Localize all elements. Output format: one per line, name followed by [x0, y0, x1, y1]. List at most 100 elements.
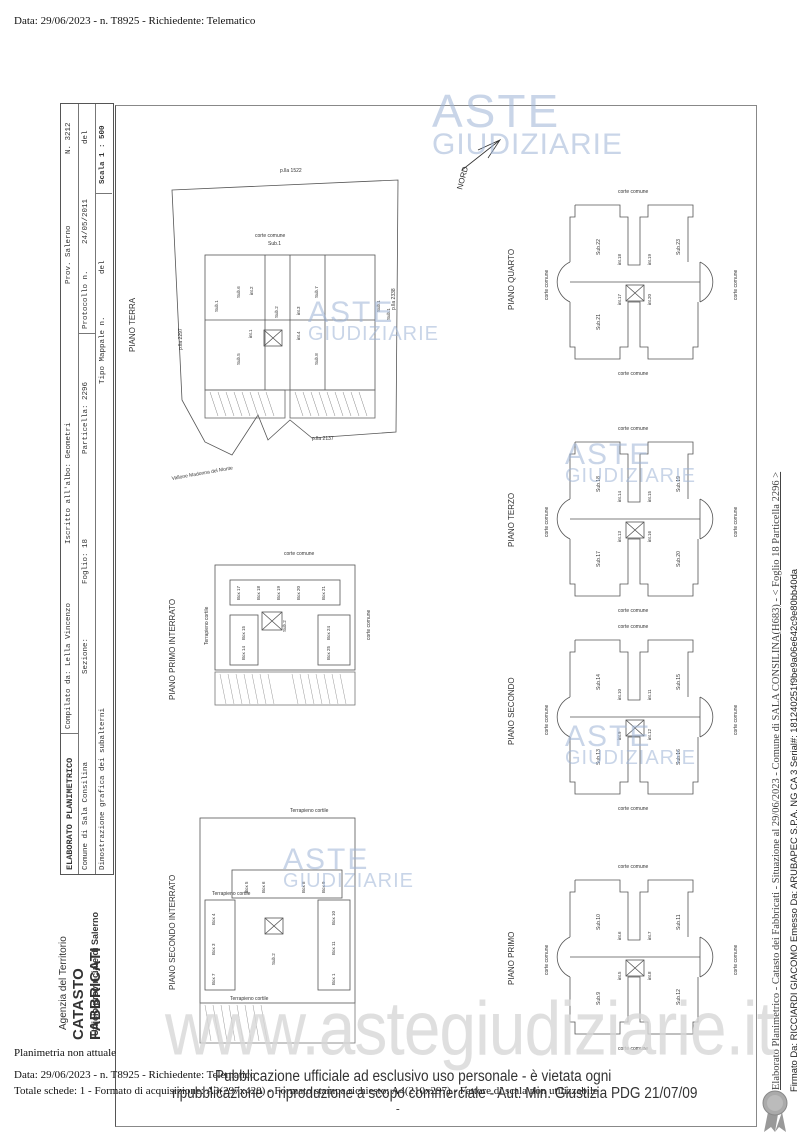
court-right: corte comune	[733, 944, 739, 975]
int-label: int.12	[647, 728, 652, 740]
sub-label: Sub.11	[676, 914, 682, 930]
court-bottom: corte comune	[618, 1046, 649, 1052]
primo-interrato-court-right: corte comune	[366, 609, 372, 640]
sub-label: Sub.9	[596, 992, 602, 1005]
court-right: corte comune	[733, 269, 739, 300]
int-label: int.8	[647, 971, 652, 980]
int-label: int.13	[617, 530, 622, 542]
primo-interrato-label: Box 25	[326, 645, 331, 660]
watermark-site: www.astegiudiziarie.it	[165, 985, 775, 1071]
floor-plan-2	[556, 639, 714, 795]
piano-terra-title: PIANO TERRA	[128, 297, 137, 352]
floor-plan-3	[556, 879, 714, 1035]
road-label: Vallone Madonna del Monte	[171, 465, 233, 482]
piano-terra-label: int.1	[248, 329, 253, 338]
primo-interrato-label: Box 19	[276, 585, 281, 600]
bay-windows	[556, 696, 714, 738]
plot-label-right: p.lla 2338	[391, 288, 397, 310]
document-header: Data: 29/06/2023 - n. T8925 - Richiedent…	[14, 15, 256, 27]
plot-label-bottom: p.lla 2137	[312, 436, 334, 442]
floor-title: PIANO SECONDO	[507, 677, 516, 745]
footer-format-line: Totale schede: 1 - Formato di acquisizio…	[14, 1085, 598, 1097]
primo-interrato-label: Sub.2	[282, 620, 287, 632]
floor-title: PIANO TERZO	[507, 493, 516, 547]
sub-label: Sub.23	[676, 239, 682, 255]
int-label: int.16	[647, 530, 652, 542]
int-label: int.11	[647, 689, 652, 700]
plot-label-top: p.lla 1522	[280, 168, 302, 174]
secondo-interrato-label: Box 8	[301, 881, 306, 893]
court-bottom: corte comune	[618, 806, 649, 812]
secondo-interrato-label: Box 10	[331, 910, 336, 925]
court-right: corte comune	[733, 506, 739, 537]
court-right: corte comune	[733, 704, 739, 735]
bay-windows	[556, 261, 714, 303]
court-top: corte comune	[618, 426, 649, 432]
secondo-interrato-label: Box 9	[321, 881, 326, 893]
floor-plan-0	[556, 204, 714, 360]
seal-ribbon-icon	[762, 1090, 788, 1132]
piano-terra-label: Sub.8	[314, 353, 319, 365]
int-label: int.19	[647, 253, 652, 265]
upper-floor-plans: corte comune corte comune corte comune cort…	[507, 189, 739, 1052]
piano-terra-label: Sub.7	[314, 286, 319, 298]
court-bottom: corte comune	[618, 608, 649, 614]
primo-interrato-title: PIANO PRIMO INTERRATO	[168, 599, 177, 700]
int-label: int.6	[617, 931, 622, 940]
bay-windows	[556, 498, 714, 540]
secondo-interrato-label: Box 5	[244, 881, 249, 893]
sub-label: Sub.14	[596, 674, 602, 690]
court-bottom: corte comune	[618, 371, 649, 377]
secondo-interrato-label: Box 3	[211, 943, 216, 955]
secondo-interrato-label: Sub.2	[271, 953, 276, 965]
secondo-interrato-title: PIANO SECONDO INTERRATO	[168, 875, 177, 990]
piano-terra-label: int.4	[296, 331, 301, 340]
floor-plan-1	[556, 441, 714, 597]
primo-interrato-fill: Terrapieno cortile	[204, 606, 210, 645]
court-top: corte comune	[618, 624, 649, 630]
sub-label: Sub.20	[676, 551, 682, 567]
sub-label: Sub.15	[676, 674, 682, 690]
piano-terra-label: int.3	[296, 306, 301, 315]
secondo-interrato-label: Box 6	[261, 881, 266, 893]
secondo-interrato-label: Box 7	[211, 973, 216, 985]
sub-label: Sub.13	[596, 749, 602, 765]
primo-interrato-label: Box 21	[321, 585, 326, 600]
court-sub-label: Sub.1	[268, 241, 281, 247]
sub-label: Sub.19	[676, 476, 682, 492]
secondo-interrato-fill-bottom: Terrapieno cortile	[230, 996, 269, 1002]
piano-terra-label: Sub.1	[214, 300, 219, 312]
sub-label: Sub.10	[596, 914, 602, 930]
piano-terra-label: Sub.6	[236, 286, 241, 298]
secondo-interrato-label: Box 1	[331, 973, 336, 985]
secondo-interrato-label: Box 11	[331, 941, 336, 955]
primo-interrato-label: Box 15	[241, 625, 246, 640]
court-top: corte comune	[618, 189, 649, 195]
sub-label: Sub.22	[596, 239, 602, 255]
sub-label: Sub.21	[596, 314, 602, 330]
int-label: int.7	[647, 931, 652, 940]
publication-notice-1: Pubblicazione ufficiale ad esclusivo uso…	[215, 1068, 612, 1085]
int-label: int.15	[647, 490, 652, 502]
court-left: corte comune	[544, 704, 550, 735]
piano-terra-label: Sub.1	[376, 300, 381, 312]
int-label: int.5	[617, 971, 622, 980]
court-left: corte comune	[544, 944, 550, 975]
piano-terra-lot	[171, 179, 399, 456]
court-top: corte comune	[618, 864, 649, 870]
planimetria-status: Planimetria non attuale	[14, 1047, 117, 1059]
bay-windows	[556, 936, 714, 978]
floor-title: PIANO PRIMO	[507, 932, 516, 985]
primo-interrato-label: Box 18	[256, 585, 261, 600]
court-left: corte comune	[544, 269, 550, 300]
primo-interrato-court: corte comune	[284, 551, 315, 557]
footer-data-line: Data: 29/06/2023 - n. T8925 - Richiedent…	[14, 1069, 256, 1081]
secondo-interrato-label: Box 4	[211, 913, 216, 925]
sub-label: Sub.17	[596, 551, 602, 567]
primo-interrato-label: Box 20	[296, 585, 301, 600]
sub-label: Sub.16	[676, 749, 682, 765]
page-dash: -	[396, 1103, 400, 1115]
north-label: NORD	[455, 165, 470, 190]
court-left: corte comune	[544, 506, 550, 537]
